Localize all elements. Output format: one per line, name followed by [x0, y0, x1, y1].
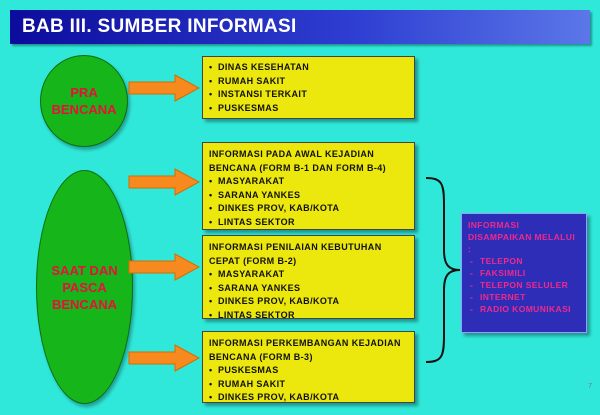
list-item: -INTERNET [470, 292, 526, 302]
list-item: •INSTANSI TERKAIT [209, 89, 308, 99]
oval-label: SAAT DAN PASCA BENCANA [51, 262, 118, 312]
page-number: 7 [588, 383, 592, 390]
list-item: •LINTAS SEKTOR [209, 309, 295, 320]
list-item: •RUMAH SAKIT [209, 378, 286, 389]
list-item: •SARANA YANKES [209, 282, 301, 293]
box-heading: INFORMASI PERKEMBANGAN KEJADIAN BENCANA … [209, 338, 401, 362]
box-informasi-awal-kejadian: INFORMASI PADA AWAL KEJADIAN BENCANA (FO… [202, 142, 415, 230]
list-item: -FAKSIMILI [470, 268, 526, 278]
arrow-right-icon [128, 253, 200, 281]
title-bar: BAB III. SUMBER INFORMASI [10, 10, 590, 44]
arrow-right-icon [128, 344, 200, 372]
source-list: •PUSKESMAS •RUMAH SAKIT •DINKES PROV, KA… [209, 364, 408, 405]
list-item: •LINTAS SEKTOR [209, 216, 295, 227]
oval-saat-pasca-bencana: SAAT DAN PASCA BENCANA [36, 170, 133, 404]
box-perkembangan-kejadian: INFORMASI PERKEMBANGAN KEJADIAN BENCANA … [202, 331, 415, 403]
list-item: •PUSKESMAS [209, 102, 279, 113]
curly-brace-icon [425, 177, 461, 363]
oval-pra-bencana: PRA BENCANA [40, 55, 128, 147]
list-item: -TELEPON SELULER [470, 280, 569, 290]
list-item: -RADIO KOMUNIKASI [470, 304, 571, 314]
list-item: •DINAS KESEHATAN [209, 62, 310, 72]
source-list: •MASYARAKAT •SARANA YANKES •DINKES PROV,… [209, 175, 408, 229]
box-heading: INFORMASI PENILAIAN KEBUTUHAN CEPAT (FOR… [209, 242, 382, 266]
list-item: •MASYARAKAT [209, 176, 285, 186]
source-list: •MASYARAKAT •SARANA YANKES •DINKES PROV,… [209, 268, 408, 322]
box-penilaian-kebutuhan-cepat: INFORMASI PENILAIAN KEBUTUHAN CEPAT (FOR… [202, 235, 415, 322]
list-item: •DINKES PROV, KAB/KOTA [209, 392, 340, 402]
list-item: •DINKES PROV, KAB/KOTA [209, 296, 340, 306]
box-pra-bencana-sources: •DINAS KESEHATAN •RUMAH SAKIT •INSTANSI … [202, 56, 415, 119]
page-title: BAB III. SUMBER INFORMASI [22, 16, 297, 37]
list-item: •MASYARAKAT [209, 269, 285, 279]
list-item: •DINKES PROV, KAB/KOTA [209, 203, 340, 213]
source-list: •DINAS KESEHATAN •RUMAH SAKIT •INSTANSI … [209, 61, 408, 115]
list-item: •RUMAH SAKIT [209, 75, 286, 86]
list-item: -TELEPON [470, 256, 523, 266]
box-heading: INFORMASI PADA AWAL KEJADIAN BENCANA (FO… [209, 149, 387, 173]
arrow-right-icon [128, 74, 200, 102]
info-heading: INFORMASI DISAMPAIKAN MELALUI : [468, 220, 576, 254]
info-delivery-box: INFORMASI DISAMPAIKAN MELALUI : -TELEPON… [461, 213, 587, 333]
channel-list: -TELEPON -FAKSIMILI -TELEPON SELULER -IN… [468, 255, 580, 315]
oval-label: PRA BENCANA [51, 85, 117, 117]
arrow-right-icon [128, 168, 200, 196]
list-item: •PUSKESMAS [209, 365, 279, 375]
list-item: •SARANA YANKES [209, 189, 301, 200]
